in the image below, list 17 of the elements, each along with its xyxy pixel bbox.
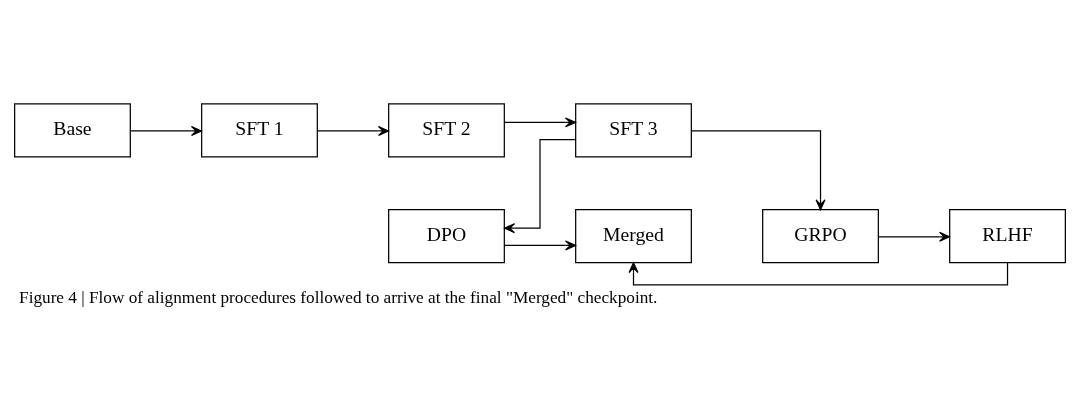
node-box: RLHF xyxy=(949,209,1066,264)
arrow xyxy=(317,125,389,137)
node-box: Base xyxy=(14,103,131,158)
arrow xyxy=(691,130,826,211)
arrow xyxy=(628,262,1009,286)
node-box: GRPO xyxy=(762,209,879,264)
arrow xyxy=(130,125,202,137)
node-box: SFT 2 xyxy=(388,103,505,158)
caption: Figure 4 | Flow of alignment procedures followed to arrive at the final "Merged" checkpoint. xyxy=(19,288,658,308)
arrow xyxy=(504,139,576,234)
node-box: SFT 1 xyxy=(201,103,318,158)
arrow xyxy=(878,231,951,242)
node-box: Merged xyxy=(575,209,692,264)
arrow xyxy=(504,117,576,128)
node-box: SFT 3 xyxy=(575,103,692,158)
arrow xyxy=(504,240,576,251)
node-box: DPO xyxy=(388,209,505,264)
